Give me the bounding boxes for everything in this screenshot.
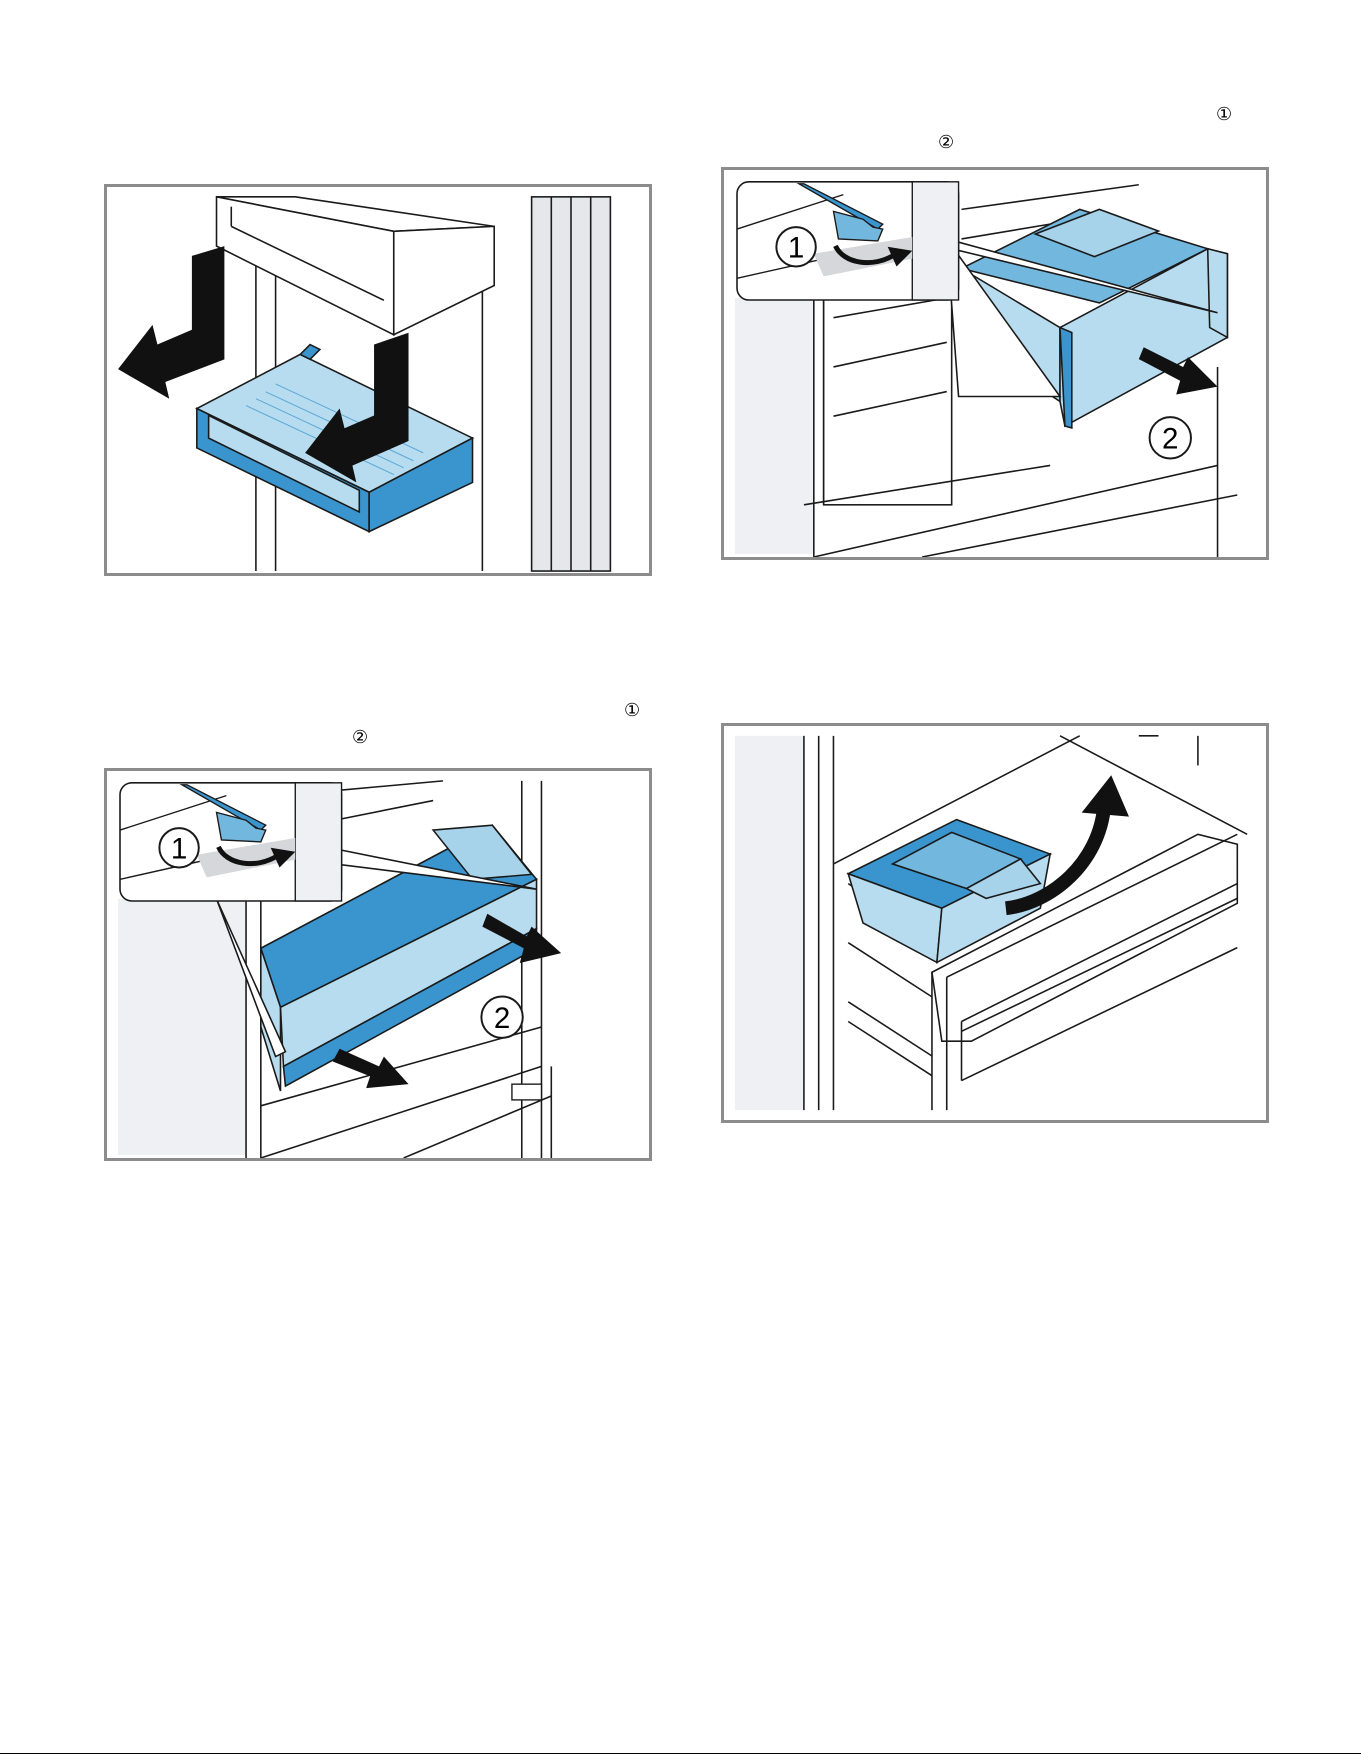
footer-rule: [0, 1753, 1361, 1754]
figure-release-pull-drawer-wide: 2 1: [104, 768, 652, 1161]
step-marker-1: ①: [1216, 106, 1232, 124]
illustration-release-pull-drawer-large: 2 1: [724, 170, 1266, 557]
callout-1: 1: [171, 833, 187, 866]
step-marker-2: ②: [938, 134, 954, 152]
illustration-release-pull-drawer-wide: 2 1: [107, 771, 649, 1158]
figure-lift-container: [721, 723, 1269, 1123]
callout-2: 2: [1162, 423, 1178, 456]
callout-2: 2: [494, 1002, 510, 1035]
illustration-lift-container: [724, 726, 1266, 1120]
figure-release-pull-drawer-large: 2 1: [721, 167, 1269, 560]
illustration-remove-drawer: [107, 187, 649, 573]
figure-remove-drawer: [104, 184, 652, 576]
step-marker-1: ①: [624, 702, 640, 720]
callout-1: 1: [788, 232, 804, 265]
step-marker-2: ②: [352, 729, 368, 747]
